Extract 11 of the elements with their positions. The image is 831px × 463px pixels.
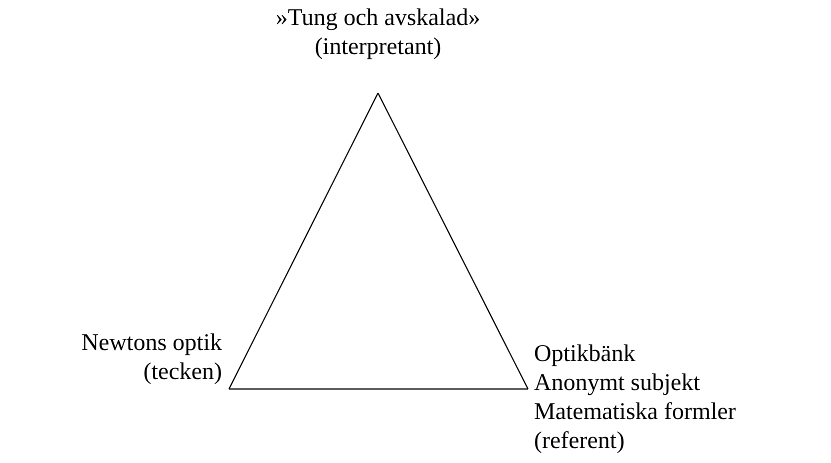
node-label: (referent) — [534, 427, 626, 456]
node-label: Optikbänk — [534, 340, 636, 369]
node-label: (interpretant) — [314, 33, 442, 62]
node-label: (tecken) — [142, 358, 222, 387]
connector-line — [228, 92, 379, 390]
node-label: Anonymt subjekt — [534, 369, 701, 398]
node-label: Newtons optik — [80, 329, 222, 358]
connector-line — [229, 388, 528, 390]
node-label: Matematiska formler — [534, 398, 737, 427]
connector-line — [377, 92, 529, 390]
node-label: »Tung och avskalad» — [274, 4, 482, 33]
